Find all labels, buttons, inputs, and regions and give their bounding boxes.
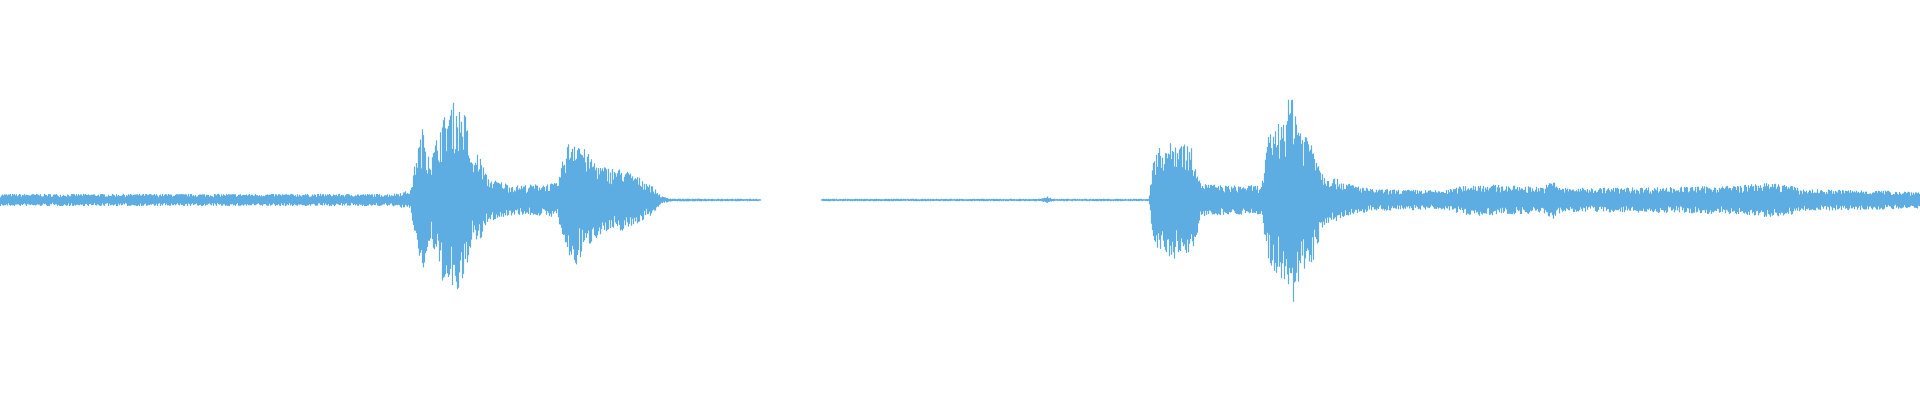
waveform-path [0, 99, 1920, 302]
